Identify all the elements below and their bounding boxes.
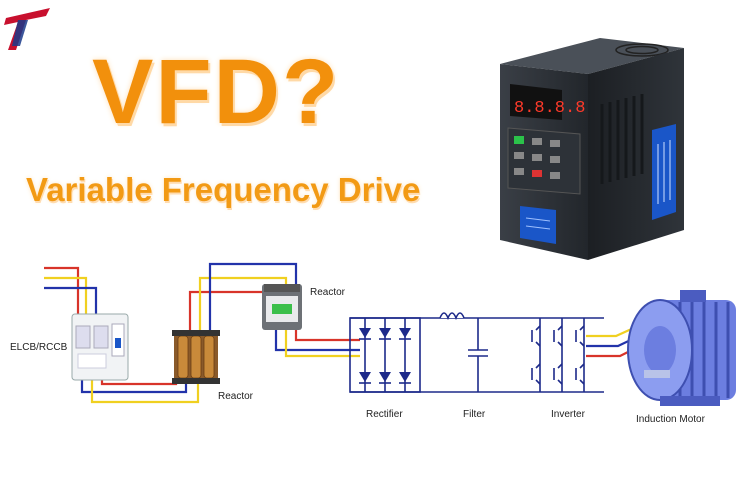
label-elcb: ELCB/RCCB: [10, 342, 68, 353]
label-rectifier: Rectifier: [366, 409, 403, 420]
wire-blue: [44, 286, 98, 316]
label-reactor-contactor: Reactor: [310, 287, 346, 298]
contactor: [262, 284, 302, 330]
headline: VFD?: [92, 41, 341, 143]
elcb-breaker: [71, 313, 129, 381]
vfd-device-icon: 8.8.8.8: [500, 38, 684, 260]
input-reactor: [172, 330, 220, 384]
label-filter: Filter: [463, 409, 486, 420]
label-inverter: Inverter: [551, 409, 585, 420]
wire-yellow: [44, 276, 88, 316]
label-induction-motor: Induction Motor: [636, 414, 705, 425]
wire-red: [44, 266, 80, 316]
subheadline: Variable Frequency Drive: [26, 171, 421, 208]
induction-motor: [627, 290, 736, 406]
label-reactor-input: Reactor: [218, 391, 254, 402]
brand-t-logo-icon: [4, 8, 50, 50]
svg-text:8.8.8.8: 8.8.8.8: [514, 99, 585, 118]
